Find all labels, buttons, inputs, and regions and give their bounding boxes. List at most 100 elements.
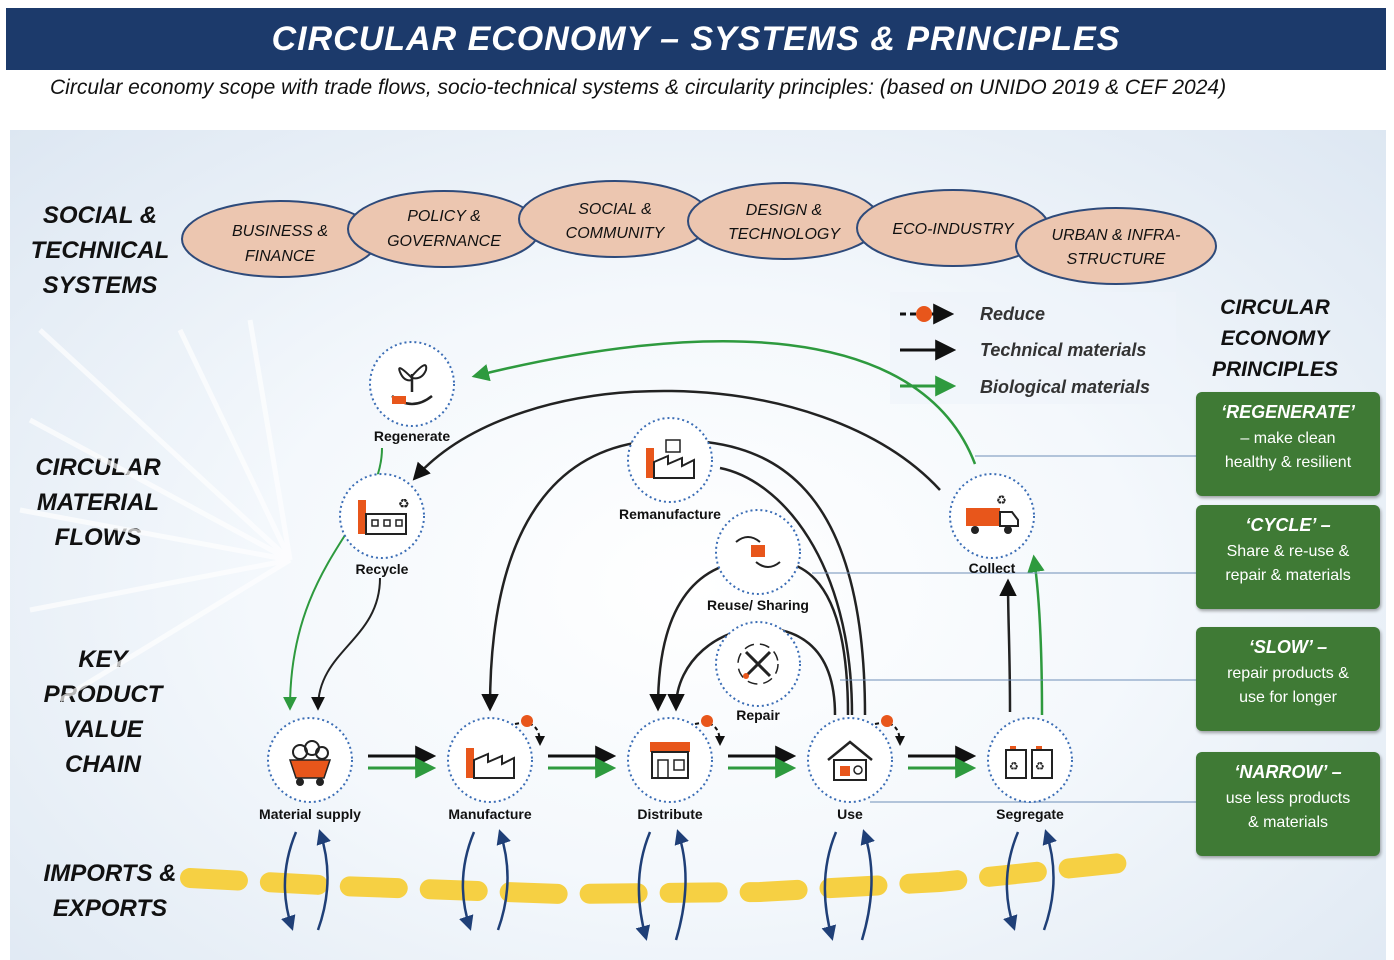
system-eco-industry: ECO-INDUSTRY: [856, 189, 1050, 267]
node-material-supply: Material supply: [259, 717, 361, 822]
trade-boundary: [180, 852, 1140, 905]
remanufacture-icon: [646, 439, 695, 479]
value-chain-arrows: [368, 745, 977, 779]
svg-text:Reuse/ Sharing: Reuse/ Sharing: [707, 597, 809, 613]
svg-text:GOVERNANCE: GOVERNANCE: [387, 233, 501, 250]
principle-text: – make clean: [1240, 430, 1336, 447]
svg-text:Collect: Collect: [969, 560, 1016, 576]
principle-heading: ‘SLOW’ –: [1248, 637, 1328, 657]
principle-heading: ‘REGENERATE’: [1221, 402, 1355, 422]
principle-text: & materials: [1247, 814, 1329, 831]
system-social-community: SOCIAL & COMMUNITY: [518, 180, 712, 258]
trade-arrows: [281, 829, 1057, 941]
principle-text: repair products &: [1227, 665, 1349, 682]
recycling-bins-icon: ♻ ♻: [1005, 746, 1053, 779]
reuse-sharing-icon: [735, 536, 781, 568]
legend-technical: Technical materials: [900, 339, 1146, 361]
principle-text: Share & re-use &: [1226, 543, 1350, 560]
svg-text:TECHNOLOGY: TECHNOLOGY: [728, 226, 841, 243]
principle-cycle: ‘CYCLE’ – Share & re-use & repair & mate…: [1196, 505, 1380, 609]
principle-slow: ‘SLOW’ – repair products & use for longe…: [1196, 627, 1380, 731]
node-distribute: Distribute: [627, 717, 713, 822]
svg-text:Regenerate: Regenerate: [374, 428, 450, 444]
home-icon: [827, 740, 873, 781]
node-use: Use: [807, 717, 893, 822]
reduce-icon: [874, 715, 905, 746]
node-remanufacture: Remanufacture: [619, 417, 721, 522]
legend: Reduce Technical materials Biological ma…: [890, 292, 1176, 404]
svg-text:♻: ♻: [1035, 760, 1045, 773]
mine-cart-icon: [288, 740, 332, 786]
reduce-icon: [694, 715, 725, 746]
page-title: CIRCULAR ECONOMY – SYSTEMS & PRINCIPLES: [271, 20, 1121, 58]
node-reuse-sharing: Reuse/ Sharing: [707, 509, 809, 613]
light-rays: [19, 319, 293, 703]
repair-tools-icon: [737, 643, 779, 685]
svg-text:♻: ♻: [1009, 760, 1019, 773]
svg-text:Use: Use: [837, 806, 863, 822]
regenerate-icon: [391, 364, 433, 406]
row-label-imports-exports: IMPORTS & EXPORTS: [43, 860, 177, 922]
svg-text:Repair: Repair: [736, 707, 780, 723]
garbage-truck-icon: ♻: [966, 493, 1019, 534]
principles-title: CIRCULAR ECONOMY PRINCIPLES: [1211, 296, 1339, 381]
node-segregate: ♻ ♻ Segregate: [987, 717, 1073, 822]
flow-recycle-to-supply: [311, 577, 381, 711]
svg-text:BUSINESS &: BUSINESS &: [232, 223, 328, 240]
reduce-icon: [514, 715, 545, 746]
svg-text:Segregate: Segregate: [996, 806, 1064, 822]
svg-text:Reduce: Reduce: [980, 304, 1045, 324]
principle-text: healthy & resilient: [1224, 454, 1352, 471]
flow-segregate-to-collect: [999, 578, 1017, 713]
svg-text:DESIGN &: DESIGN &: [746, 202, 822, 219]
principle-heading: ‘CYCLE’ –: [1245, 515, 1331, 535]
row-label-social-technical: SOCIAL & TECHNICAL SYSTEMS: [30, 202, 170, 299]
node-collect: ♻ Collect: [949, 473, 1035, 576]
system-urban-infrastructure: URBAN & INFRA- STRUCTURE: [1015, 207, 1217, 285]
principle-regenerate: ‘REGENERATE’ – make clean healthy & resi…: [1196, 392, 1380, 496]
flow-collect-to-regenerate: [471, 340, 977, 465]
page-subtitle: Circular economy scope with trade flows,…: [50, 76, 1227, 99]
svg-text:♻: ♻: [996, 493, 1007, 507]
systems-ellipses: BUSINESS & FINANCE POLICY & GOVERNANCE S…: [181, 180, 1217, 285]
svg-text:Biological materials: Biological materials: [980, 377, 1150, 397]
principle-text: use for longer: [1239, 689, 1337, 706]
svg-text:Remanufacture: Remanufacture: [619, 506, 721, 522]
svg-text:Recycle: Recycle: [356, 561, 409, 577]
recycle-factory-icon: ♻: [358, 497, 410, 535]
flow-use-to-remanufacture: [719, 466, 854, 716]
node-manufacture: Manufacture: [447, 717, 533, 822]
title-bar: CIRCULAR ECONOMY – SYSTEMS & PRINCIPLES: [6, 8, 1386, 70]
svg-text:SOCIAL &: SOCIAL &: [578, 201, 652, 218]
svg-text:COMMUNITY: COMMUNITY: [566, 225, 666, 242]
svg-text:Technical materials: Technical materials: [980, 340, 1146, 360]
svg-text:FINANCE: FINANCE: [245, 248, 316, 265]
system-policy-governance: POLICY & GOVERNANCE: [347, 190, 541, 268]
node-regenerate: Regenerate: [369, 341, 455, 444]
svg-text:♻: ♻: [398, 497, 410, 512]
flow-segregate-to-collect-bio: [1027, 554, 1045, 716]
system-business-finance: BUSINESS & FINANCE: [181, 200, 379, 278]
svg-text:URBAN & INFRA-: URBAN & INFRA-: [1052, 227, 1181, 244]
legend-reduce: Reduce: [900, 303, 1045, 325]
principle-narrow: ‘NARROW’ – use less products & materials: [1196, 752, 1380, 856]
principle-connectors: [812, 455, 1196, 803]
factory-icon: [466, 748, 515, 779]
row-label-material-flows: CIRCULAR MATERIAL FLOWS: [35, 454, 161, 551]
principle-text: repair & materials: [1225, 567, 1351, 584]
principle-heading: ‘NARROW’ –: [1234, 762, 1342, 782]
svg-text:ECO-INDUSTRY: ECO-INDUSTRY: [892, 221, 1015, 238]
reduce-markers: [514, 715, 905, 746]
svg-text:POLICY &: POLICY &: [407, 208, 481, 225]
system-design-technology: DESIGN & TECHNOLOGY: [687, 182, 881, 260]
flow-collect-to-recycle: [412, 389, 941, 491]
row-label-value-chain: KEY PRODUCT VALUE CHAIN: [43, 646, 163, 778]
node-repair: Repair: [715, 621, 801, 723]
shop-icon: [650, 742, 690, 779]
svg-text:Distribute: Distribute: [637, 806, 703, 822]
node-recycle: ♻ Recycle: [339, 473, 425, 577]
principle-text: use less products: [1225, 790, 1351, 807]
svg-text:Material supply: Material supply: [259, 806, 361, 822]
svg-text:STRUCTURE: STRUCTURE: [1067, 251, 1166, 268]
